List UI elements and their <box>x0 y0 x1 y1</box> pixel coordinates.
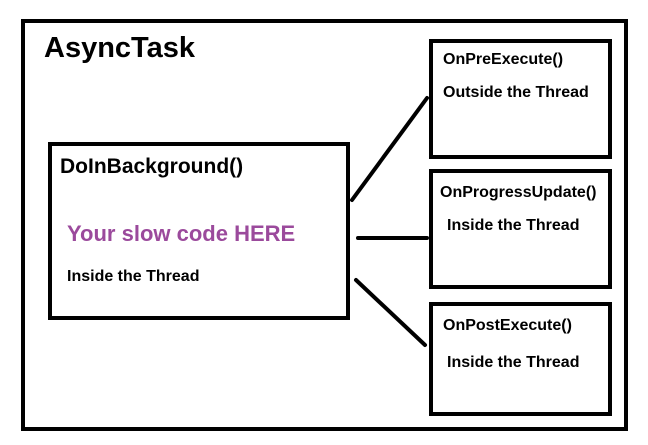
onpostexecute-thread-note: Inside the Thread <box>447 354 580 371</box>
onpreexecute-title: OnPreExecute() <box>443 51 564 68</box>
doinbackground-box <box>48 142 350 320</box>
slow-code-label: Your slow code HERE <box>67 221 296 246</box>
onprogressupdate-box <box>429 169 612 289</box>
doinbackground-title: DoInBackground() <box>60 155 244 178</box>
diagram-title: AsyncTask <box>44 32 195 64</box>
doinbackground-thread-note: Inside the Thread <box>67 268 200 285</box>
onpostexecute-box <box>429 302 612 416</box>
onpreexecute-thread-note: Outside the Thread <box>443 84 589 101</box>
onpostexecute-title: OnPostExecute() <box>443 317 572 334</box>
onprogressupdate-thread-note: Inside the Thread <box>447 217 580 234</box>
onpreexecute-box <box>429 39 612 159</box>
outer-frame <box>21 19 628 431</box>
onprogressupdate-title: OnProgressUpdate() <box>440 184 597 201</box>
